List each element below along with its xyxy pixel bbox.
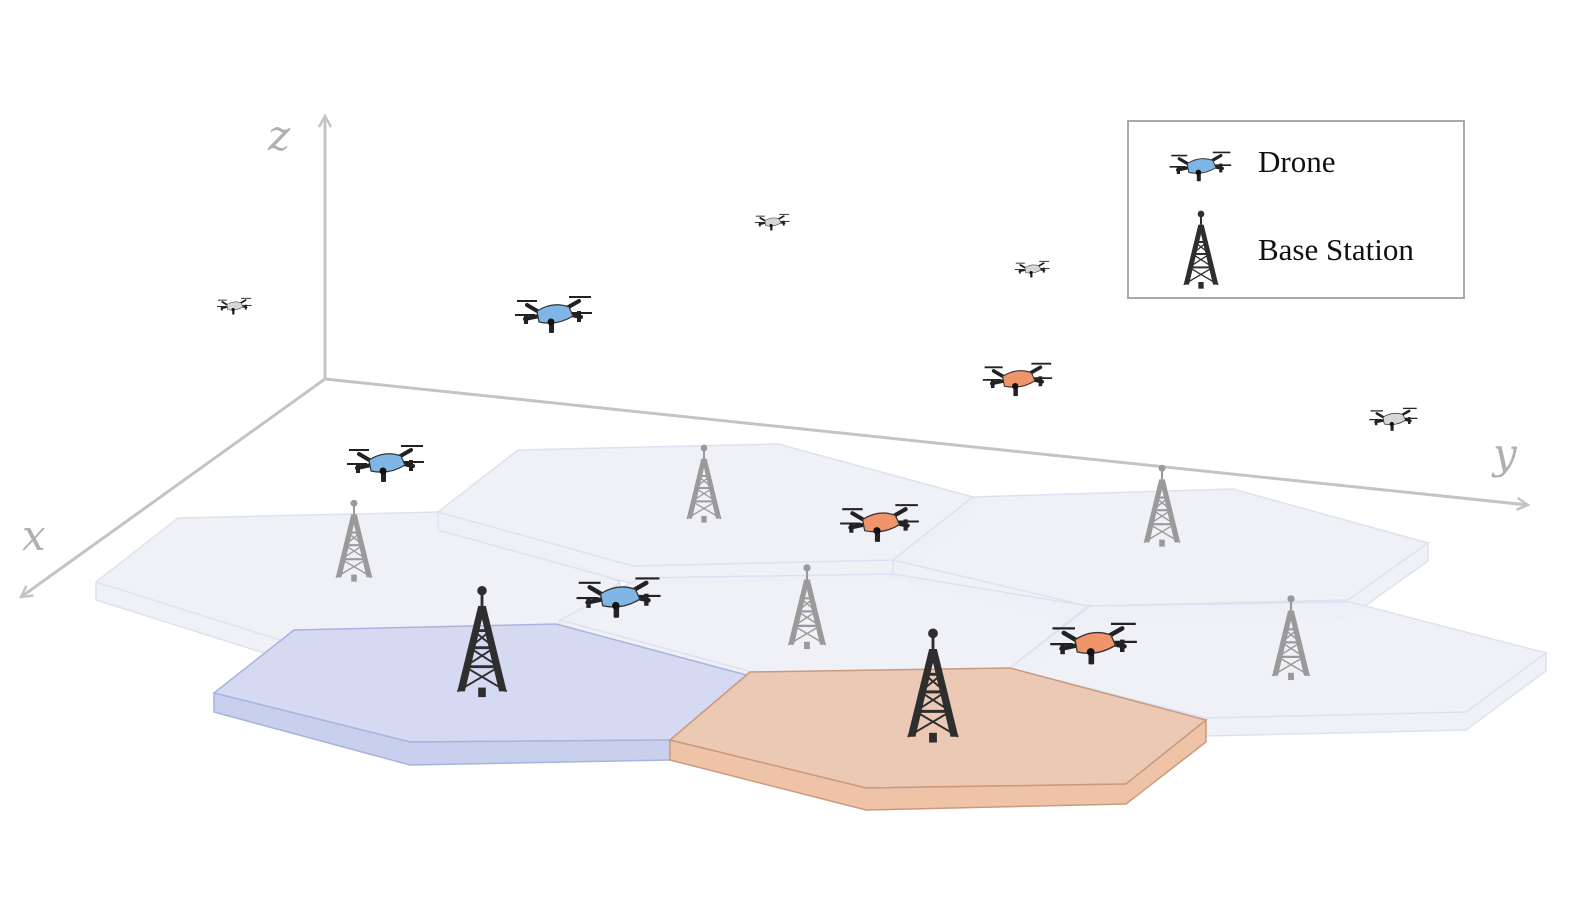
y-axis [324,377,1528,505]
hex-cell-orange [668,667,1208,811]
drone-gray [1014,260,1050,279]
drone-gray [1368,407,1418,433]
drone-gray [216,297,252,316]
drone-blue [513,295,593,335]
drone-gray [754,213,790,232]
x-axis [21,377,326,597]
axes: z y x [21,111,1528,597]
z-axis-label: z [267,111,291,160]
drone-orange [981,361,1053,398]
legend: Drone Base Station [1127,120,1465,299]
x-axis-label: x [22,511,46,560]
drone-blue [345,444,425,484]
legend-label-base-station: Base Station [1258,232,1414,267]
legend-label-drone: Drone [1258,144,1335,179]
y-axis-label: y [1491,429,1518,478]
legend-box [1127,120,1465,299]
